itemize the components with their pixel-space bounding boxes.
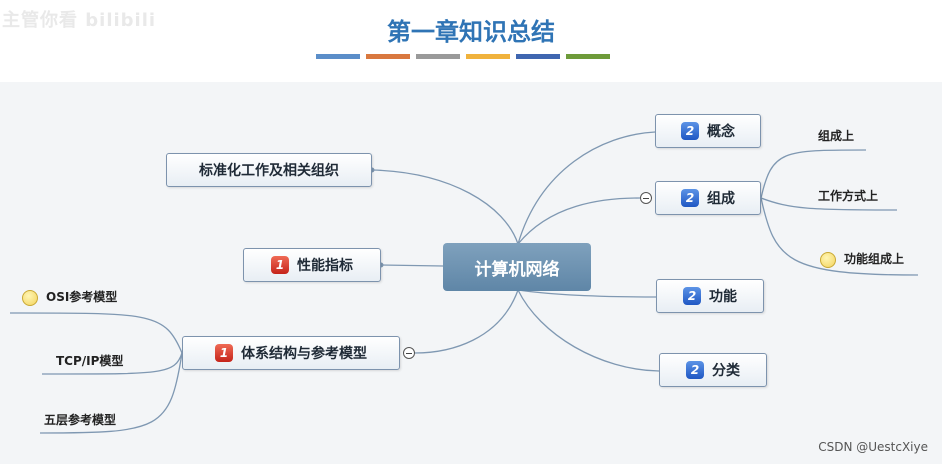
leaf-label: OSI参考模型	[46, 290, 118, 304]
priority-2-icon: 2	[686, 361, 704, 379]
node-label: 体系结构与参考模型	[241, 346, 367, 362]
link-composition-child	[760, 197, 919, 276]
priority-1-icon: 1	[215, 344, 233, 362]
link-center-concept	[517, 131, 656, 245]
node-performance-metrics[interactable]: 1 性能指标	[243, 248, 381, 282]
center-node-label: 计算机网络	[474, 259, 560, 280]
link-model-child	[39, 352, 183, 434]
leaf-composition-structure[interactable]: 组成上	[818, 129, 855, 143]
page-title: 第一章知识总结	[387, 17, 555, 46]
collapse-toggle-icon[interactable]	[640, 192, 652, 204]
color-bar	[416, 54, 460, 59]
node-label: 标准化工作及相关组织	[199, 163, 339, 179]
color-bar	[316, 54, 360, 59]
watermark: 主管你看 bilibili	[2, 10, 157, 31]
center-node[interactable]: 计算机网络	[443, 243, 591, 291]
color-bar	[366, 54, 410, 59]
leaf-osi-model[interactable]: OSI参考模型	[22, 288, 117, 306]
node-architecture-model[interactable]: 1 体系结构与参考模型	[182, 336, 400, 370]
link-center-composition	[517, 197, 641, 245]
node-standardization[interactable]: 标准化工作及相关组织	[166, 153, 372, 187]
node-label: 功能	[709, 289, 737, 305]
note-marker-icon	[820, 251, 836, 268]
priority-2-icon: 2	[683, 287, 701, 305]
leaf-five-layer-model[interactable]: 五层参考模型	[44, 413, 117, 427]
link-model-child	[9, 312, 183, 354]
leaf-composition-working-mode[interactable]: 工作方式上	[818, 189, 879, 203]
leaf-label: 功能组成上	[844, 252, 905, 266]
link-composition-child	[760, 197, 898, 211]
csdn-credit: CSDN @UestcXiye	[818, 440, 928, 454]
color-bar	[466, 54, 510, 59]
node-label: 概念	[707, 124, 735, 140]
link-composition-child	[760, 149, 867, 199]
node-label: 分类	[712, 363, 740, 379]
note-marker-icon	[22, 289, 38, 306]
node-concept[interactable]: 2 概念	[655, 114, 761, 148]
link-center-standardization	[371, 169, 519, 245]
link-center-architecture	[414, 289, 519, 354]
priority-2-icon: 2	[681, 122, 699, 140]
node-function[interactable]: 2 功能	[656, 279, 764, 313]
link-center-function	[517, 289, 657, 298]
node-label: 组成	[707, 191, 735, 207]
node-label: 性能指标	[297, 258, 353, 274]
link-center-performance	[380, 264, 444, 267]
color-bar-strip	[316, 54, 610, 59]
color-bar	[566, 54, 610, 59]
priority-1-icon: 1	[271, 256, 289, 274]
priority-2-icon: 2	[681, 189, 699, 207]
header-band	[0, 0, 942, 82]
link-model-child	[41, 352, 183, 375]
color-bar	[516, 54, 560, 59]
link-center-classification	[517, 289, 660, 372]
leaf-composition-functional[interactable]: 功能组成上	[820, 250, 904, 268]
node-composition[interactable]: 2 组成	[655, 181, 761, 215]
node-classification[interactable]: 2 分类	[659, 353, 767, 387]
leaf-tcpip-model[interactable]: TCP/IP模型	[56, 354, 124, 368]
collapse-toggle-icon[interactable]	[403, 347, 415, 359]
